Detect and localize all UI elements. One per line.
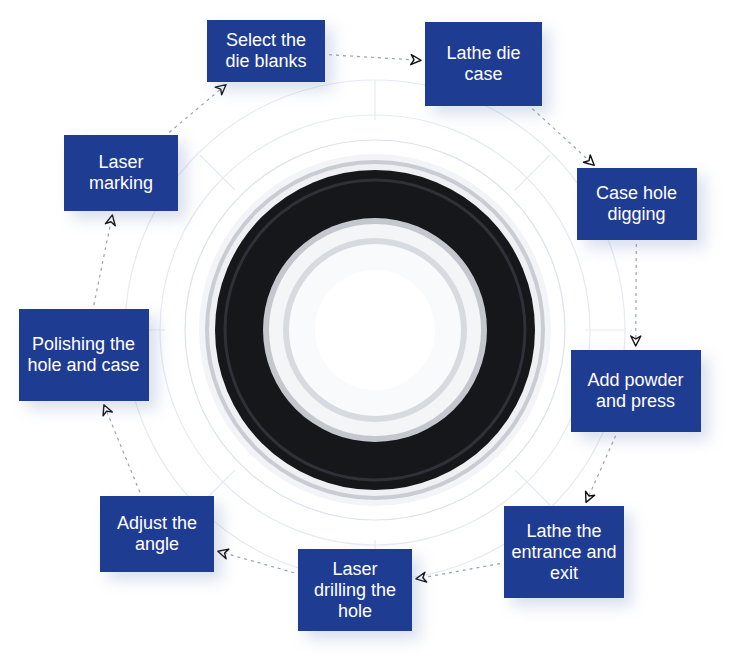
flow-arrow xyxy=(94,215,113,305)
process-box: Adjust the angle xyxy=(100,496,214,572)
flow-arrow xyxy=(416,564,500,579)
flow-arrow xyxy=(635,244,637,346)
process-box: Laser drilling the hole xyxy=(298,549,412,631)
process-box-content: Case hole digging xyxy=(584,183,690,225)
process-box-content: Laser marking xyxy=(71,152,171,194)
step-label: Select the die blanks xyxy=(214,30,318,72)
step-label: Laser drilling the hole xyxy=(305,559,405,622)
step-label: Lathe die case xyxy=(434,43,534,85)
step-label: Adjust the angle xyxy=(107,513,207,555)
process-box: Select the die blanks xyxy=(207,20,325,82)
flow-arrow xyxy=(218,551,294,573)
flow-arrow xyxy=(532,109,594,166)
flow-arrow xyxy=(169,85,226,133)
step-label: Polishing the hole and case xyxy=(26,334,142,376)
process-box: Lathe the entrance and exit xyxy=(504,506,624,598)
process-box-content: Lathe the entrance and exit xyxy=(511,521,617,584)
process-box-content: Adjust the angle xyxy=(107,513,207,555)
process-box: Case hole digging xyxy=(577,168,697,240)
process-box: Lathe die case xyxy=(425,22,542,106)
process-box-content: Add powder and press xyxy=(578,370,694,412)
process-box: Add powder and press xyxy=(571,350,701,432)
process-box-content: Polishing the hole and case xyxy=(26,334,142,376)
process-box: Polishing the hole and case xyxy=(19,309,149,401)
process-box-content: Lathe die case xyxy=(434,43,534,85)
step-label: Lathe the entrance and exit xyxy=(511,521,617,584)
process-box-content: Select the die blanks xyxy=(214,30,318,72)
step-label: Laser marking xyxy=(71,152,171,194)
step-label: Case hole digging xyxy=(584,183,690,225)
flow-arrow xyxy=(329,55,421,60)
step-label: Add powder and press xyxy=(578,370,694,412)
flow-arrow xyxy=(104,405,140,493)
process-box: Laser marking xyxy=(64,135,178,211)
process-box-content: Laser drilling the hole xyxy=(305,559,405,622)
flow-arrow xyxy=(586,436,616,503)
